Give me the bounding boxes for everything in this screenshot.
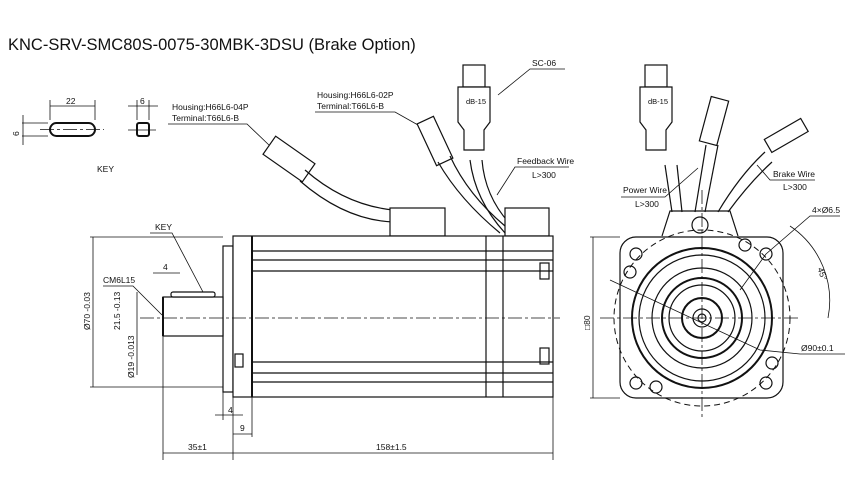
power-wire-label: Power Wire xyxy=(623,185,667,195)
end-encoder-marking: dB-15 xyxy=(648,97,668,106)
angle-dim: 45° xyxy=(816,266,830,282)
body-len-dim: 158±1.5 xyxy=(376,442,407,452)
key-end-view: 6 xyxy=(128,96,158,137)
encoder-connector-side: dB-15 SC-06 Feedback Wire L>300 xyxy=(457,58,574,234)
end-view-dimensions: 4×Ø6.5 □80 45° Ø90±0.1 xyxy=(582,205,845,399)
power-wire-length: L>300 xyxy=(635,199,659,209)
brake-terminal-label: Terminal:T66L6-B xyxy=(317,101,384,111)
flange-thk-dim: 4 xyxy=(228,405,233,415)
brake-connector-side: Housing:H66L6-02P Terminal:T66L6-B xyxy=(315,90,506,234)
key-height-dim: 6 xyxy=(140,96,145,106)
square-dim: □80 xyxy=(582,315,592,330)
spigot-len-dim: 9 xyxy=(240,423,245,433)
key-top-view: 22 6 xyxy=(11,96,104,145)
feedback-wire-label: Feedback Wire xyxy=(517,156,574,166)
brake-wire-length: L>300 xyxy=(783,182,807,192)
pcd-dim: Ø90±0.1 xyxy=(801,343,834,353)
power-terminal-label: Terminal:T66L6-B xyxy=(172,113,239,123)
shaft-len-dim: 35±1 xyxy=(188,442,207,452)
key-width-side: 4 xyxy=(163,262,168,272)
key-caption: KEY xyxy=(97,164,114,174)
encoder-marking: dB-15 xyxy=(466,97,486,106)
feedback-wire-length: L>300 xyxy=(532,170,556,180)
key-width-dim: 6 xyxy=(11,131,21,136)
power-connector-side: Housing:H66L6-04P Terminal:T66L6-B xyxy=(168,102,394,223)
brake-wire-label: Brake Wire xyxy=(773,169,815,179)
key-height-side-dim: 21.5 -0.13 xyxy=(112,291,122,330)
drawing-title: KNC-SRV-SMC80S-0075-30MBK-3DSU (Brake Op… xyxy=(8,36,416,54)
power-housing-label: Housing:H66L6-04P xyxy=(172,102,249,112)
thread-label: CM6L15 xyxy=(103,275,135,285)
holes-dim: 4×Ø6.5 xyxy=(812,205,840,215)
shaft-dia-dim: Ø19 -0.013 xyxy=(126,335,136,378)
spigot-dia-dim: Ø70 -0.03 xyxy=(82,292,92,330)
end-view-cables: dB-15 Power Wire L>300 Brake Wire L>300 xyxy=(621,64,815,213)
motor-side-view xyxy=(140,207,560,398)
side-view-dimensions: KEY CM6L15 4 Ø70 -0.03 21.5 -0.13 Ø19 -0… xyxy=(82,222,554,460)
motor-end-view xyxy=(600,190,800,420)
key-length-dim: 22 xyxy=(66,96,76,106)
brake-housing-label: Housing:H66L6-02P xyxy=(317,90,394,100)
key-pointer-label: KEY xyxy=(155,222,172,232)
sc06-label: SC-06 xyxy=(532,58,556,68)
